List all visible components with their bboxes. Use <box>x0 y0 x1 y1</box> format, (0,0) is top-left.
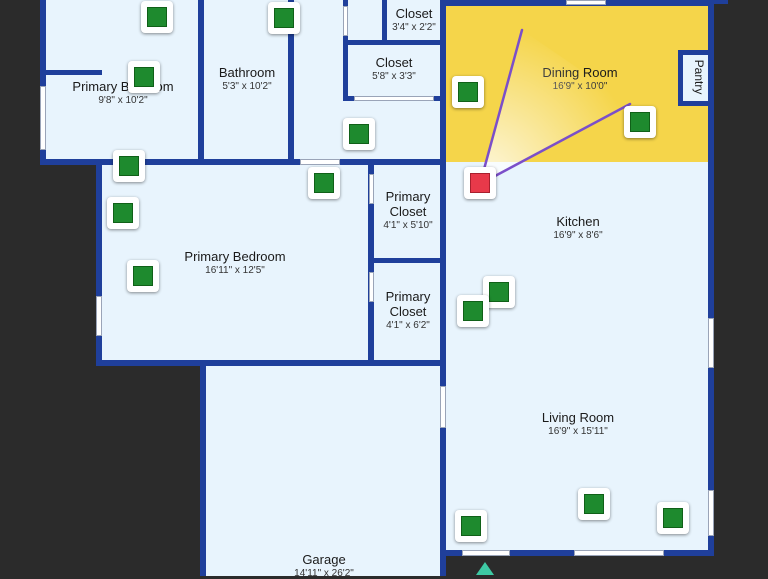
room-label-primary-bedroom: Primary Bedroom 16'11" x 12'5" <box>160 249 310 276</box>
room-dimensions: 14'11" x 26'2" <box>294 567 354 579</box>
room-name: Primary Closet <box>385 189 431 219</box>
wall <box>343 40 443 45</box>
door-opening <box>343 6 348 36</box>
room-label-dining: Dining Room 16'9" x 10'0" <box>520 65 640 92</box>
wall <box>96 162 102 366</box>
room-label-bathroom: Bathroom 5'3" x 10'2" <box>202 65 292 92</box>
north-arrow-icon[interactable] <box>476 562 494 575</box>
photo-marker-icon[interactable] <box>107 197 139 229</box>
room-label-primary-closet-2: Primary Closet 4'1" x 6'2" <box>374 289 442 331</box>
wall <box>288 0 294 162</box>
photo-marker-icon[interactable] <box>343 118 375 150</box>
room-name: Garage <box>302 552 346 567</box>
room-label-primary-bedroom-small: Primary Bedroom 9'8" x 10'2" <box>44 79 202 106</box>
photo-marker-icon[interactable] <box>455 510 487 542</box>
room-label-closet: Closet 5'8" x 3'3" <box>346 55 442 82</box>
room-dimensions: 5'3" x 10'2" <box>222 80 272 92</box>
room-label-closet-small: Closet 3'4" x 2'2" <box>384 6 444 33</box>
wall <box>40 159 444 165</box>
room-primary-closet-2 <box>372 260 442 362</box>
room-name: Primary Bedroom <box>184 249 286 264</box>
wall <box>96 360 444 366</box>
wall <box>40 0 46 165</box>
photo-marker-icon[interactable] <box>308 167 340 199</box>
room-name: Dining Room <box>542 65 618 80</box>
room-dimensions: 3'4" x 2'2" <box>392 21 436 33</box>
room-name: Bathroom <box>218 65 276 80</box>
window <box>566 0 606 5</box>
room-dimensions: 4'1" x 5'10" <box>383 219 433 231</box>
room-dimensions: 5'8" x 3'3" <box>372 70 416 82</box>
room-label-garage: Garage 14'11" x 26'2" <box>254 552 394 579</box>
wall <box>678 50 683 106</box>
door-opening <box>369 174 374 204</box>
photo-marker-icon[interactable] <box>128 61 160 93</box>
room-dimensions: 16'9" x 10'0" <box>552 80 608 92</box>
current-view-marker-icon[interactable] <box>464 167 496 199</box>
door-opening <box>354 96 434 101</box>
room-label-living-room: Living Room 16'9" x 15'11" <box>508 410 648 437</box>
wall <box>370 258 442 263</box>
room-closet-small <box>386 0 442 38</box>
door-opening <box>300 159 340 165</box>
wall <box>46 70 102 75</box>
room-kitchen-living <box>444 162 714 552</box>
wall <box>708 0 714 556</box>
wall <box>198 0 204 162</box>
room-name: Closet <box>395 6 433 21</box>
room-garage <box>204 366 442 576</box>
room-dimensions: 16'11" x 12'5" <box>205 264 265 276</box>
wall <box>382 0 387 42</box>
door-opening <box>440 386 446 428</box>
room-name: Closet <box>375 55 413 70</box>
room-dimensions: 16'9" x 15'11" <box>548 425 608 437</box>
door-opening <box>369 272 374 302</box>
photo-marker-icon[interactable] <box>127 260 159 292</box>
room-label-kitchen: Kitchen 16'9" x 8'6" <box>518 214 638 241</box>
room-dimensions: 16'9" x 8'6" <box>553 229 603 241</box>
window <box>40 86 46 150</box>
room-dimensions: 9'8" x 10'2" <box>98 94 148 106</box>
photo-marker-icon[interactable] <box>141 1 173 33</box>
room-name: Kitchen <box>556 214 600 229</box>
room-primary-bedroom-small <box>44 0 202 162</box>
photo-marker-icon[interactable] <box>624 106 656 138</box>
wall <box>678 101 712 106</box>
window <box>708 318 714 368</box>
wall <box>200 362 206 576</box>
wall <box>343 0 348 100</box>
photo-marker-icon[interactable] <box>657 502 689 534</box>
photo-marker-icon[interactable] <box>268 2 300 34</box>
photo-marker-icon[interactable] <box>457 295 489 327</box>
room-label-primary-closet-1: Primary Closet 4'1" x 5'10" <box>374 189 442 231</box>
room-label-pantry: Pantry <box>692 59 706 95</box>
window <box>462 550 510 556</box>
wall <box>712 0 728 4</box>
wall <box>368 162 374 364</box>
window <box>574 550 664 556</box>
photo-marker-icon[interactable] <box>452 76 484 108</box>
room-primary-closet-1 <box>372 162 442 260</box>
window <box>708 490 714 536</box>
room-pantry <box>680 52 710 104</box>
wall <box>678 50 712 55</box>
photo-marker-icon[interactable] <box>578 488 610 520</box>
room-name: Primary Bedroom <box>72 79 174 94</box>
wall <box>440 0 446 576</box>
room-name: Primary Closet <box>385 289 431 319</box>
room-name: Living Room <box>541 410 615 425</box>
window <box>96 296 102 336</box>
photo-marker-icon[interactable] <box>113 150 145 182</box>
room-dimensions: 4'1" x 6'2" <box>386 319 430 331</box>
